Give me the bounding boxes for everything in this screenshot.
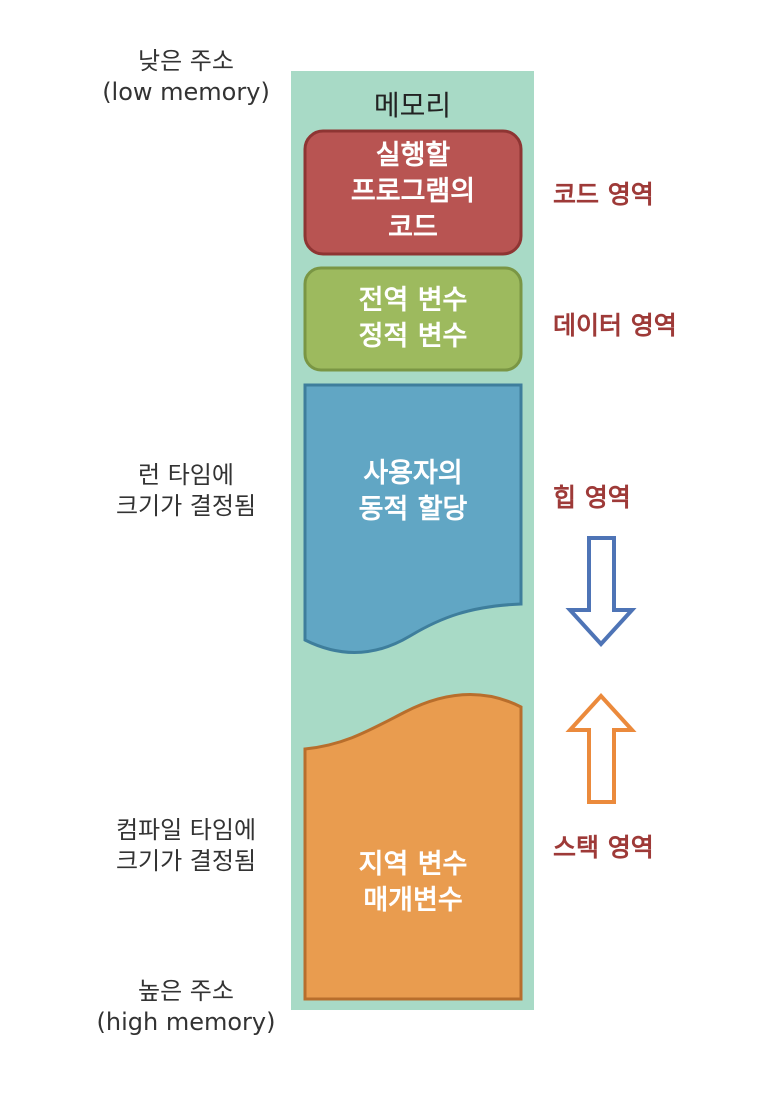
code-line-3: 코드 [388,212,438,243]
compile-time-line-1: 컴파일 타임에 [115,816,257,844]
compile-time-label: 컴파일 타임에 크기가 결정됨 [86,815,286,877]
arrow-down-icon [565,536,637,647]
heap-line-2: 동적 할당 [358,494,468,525]
stack-segment-text: 지역 변수 매개변수 [305,847,521,919]
high-address-line-1: 높은 주소 [138,977,234,1005]
code-segment-text: 실행할 프로그램의 코드 [305,138,521,246]
code-segment [303,129,523,256]
low-address-line-1: 낮은 주소 [138,47,234,75]
high-address-label: 높은 주소 (high memory) [76,976,296,1038]
heap-line-1: 사용자의 [363,458,463,489]
stack-region-label: 스택 영역 [553,833,654,862]
runtime-line-2: 크기가 결정됨 [115,492,257,520]
runtime-line-1: 런 타임에 [138,461,234,489]
heap-segment [303,383,523,654]
stack-line-1: 지역 변수 [358,849,468,880]
stack-line-2: 매개변수 [363,885,463,916]
data-line-2: 정적 변수 [358,321,468,352]
memory-title: 메모리 [373,89,452,122]
low-address-line-2: (low memory) [102,78,270,106]
data-segment-text: 전역 변수 정적 변수 [305,283,521,355]
high-address-line-2: (high memory) [96,1008,276,1036]
low-address-label: 낮은 주소 (low memory) [86,46,286,108]
data-line-1: 전역 변수 [358,285,468,316]
runtime-label: 런 타임에 크기가 결정됨 [86,460,286,522]
stack-segment [303,692,523,1001]
compile-time-line-2: 크기가 결정됨 [115,847,257,875]
arrow-up-icon [565,693,637,804]
heap-segment-text: 사용자의 동적 할당 [305,456,521,528]
data-region-label: 데이터 영역 [553,311,677,340]
code-region-label: 코드 영역 [553,180,654,209]
code-line-1: 실행할 [375,140,451,171]
code-line-2: 프로그램의 [350,176,476,207]
data-segment [303,266,523,372]
heap-region-label: 힙 영역 [553,483,631,512]
